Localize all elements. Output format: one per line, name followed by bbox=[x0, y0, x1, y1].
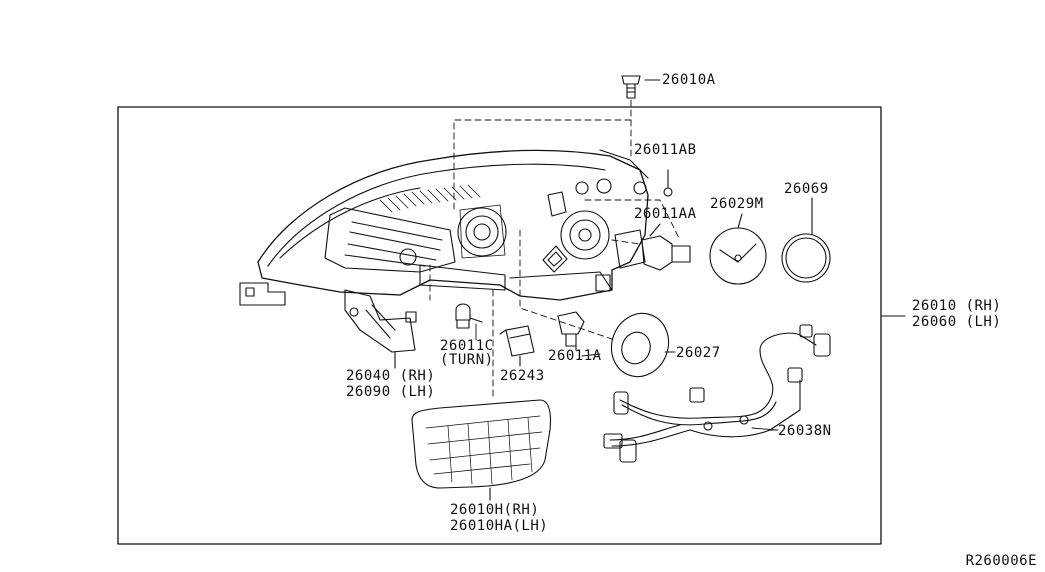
label-turn: (TURN) bbox=[440, 352, 494, 368]
label-26011AA: 26011AA bbox=[634, 206, 697, 222]
bolt-26010A bbox=[621, 75, 661, 99]
label-26011C: 26011C bbox=[440, 338, 494, 354]
label-26027: 26027 bbox=[676, 345, 721, 361]
reference-code: R260006E bbox=[965, 553, 1037, 569]
label-26069: 26069 bbox=[784, 181, 829, 197]
seal-26069 bbox=[781, 197, 831, 283]
diagram-frame bbox=[117, 106, 882, 545]
cap-26027 bbox=[610, 312, 676, 378]
label-leaders bbox=[475, 315, 906, 431]
lower-cover bbox=[411, 399, 552, 501]
label-26243: 26243 bbox=[500, 368, 545, 384]
headlamp-housing bbox=[239, 149, 649, 306]
label-26040-rh: 26040 (RH) bbox=[346, 368, 436, 384]
socket-26243 bbox=[499, 325, 535, 367]
dashed-leaders bbox=[429, 99, 681, 401]
label-26011AB: 26011AB bbox=[634, 142, 697, 158]
bulb-26011AA bbox=[641, 223, 691, 271]
cap-26029M bbox=[709, 213, 767, 285]
label-26029M: 26029M bbox=[710, 196, 764, 212]
mounting-bracket bbox=[344, 289, 417, 369]
label-26011A: 26011A bbox=[548, 348, 602, 364]
label-26060-lh: 26060 (LH) bbox=[912, 314, 1002, 330]
label-26010-rh: 26010 (RH) bbox=[912, 298, 1002, 314]
bulb-26011C bbox=[455, 303, 483, 329]
label-26010H-rh: 26010H(RH) bbox=[450, 502, 540, 518]
label-26090-lh: 26090 (LH) bbox=[346, 384, 436, 400]
bulb-26011A bbox=[557, 311, 585, 351]
label-26010A: 26010A bbox=[662, 72, 716, 88]
clip-26011AB bbox=[663, 169, 673, 197]
label-26038N: 26038N bbox=[778, 423, 832, 439]
label-26010HA-lh: 26010HA(LH) bbox=[450, 518, 549, 534]
